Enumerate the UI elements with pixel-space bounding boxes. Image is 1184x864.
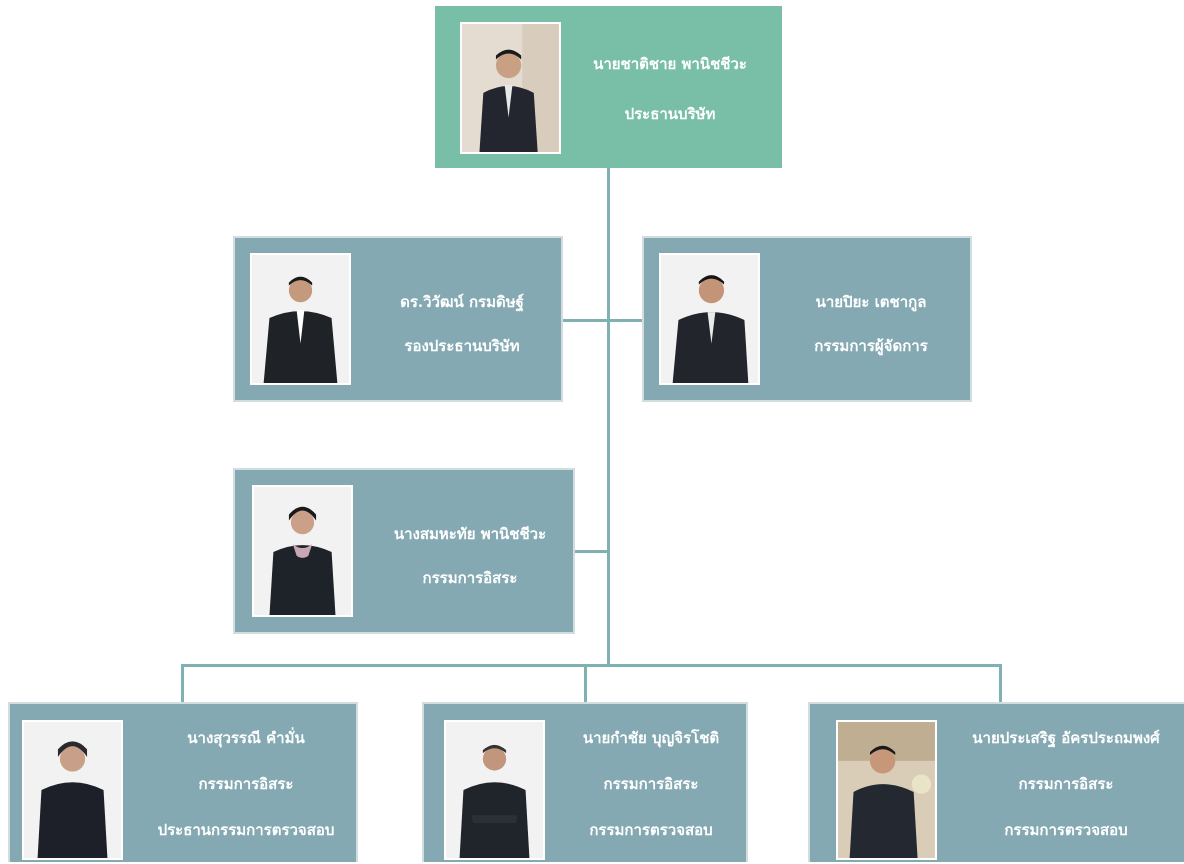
chairman-photo	[460, 22, 561, 154]
audit-3-title: กรรมการอิสระ	[1018, 775, 1114, 793]
vice-chairman-title: รองประธานบริษัท	[404, 337, 520, 355]
independent-director-photo	[252, 485, 353, 617]
managing-director-title: กรรมการผู้จัดการ	[814, 337, 928, 355]
independent-director-name: นางสมหะทัย พานิชชีวะ	[393, 525, 547, 543]
connector-bottom-bar	[181, 664, 1002, 667]
audit-2-photo	[444, 720, 545, 860]
audit-1-card: นางสุวรรณี คำมั่น กรรมการอิสระ ประธานกรร…	[8, 702, 358, 862]
chairman-name: นายชาติชาย พานิชชีวะ	[593, 55, 747, 73]
audit-3-role: กรรมการตรวจสอบ	[1004, 821, 1128, 839]
audit-1-photo	[22, 720, 123, 860]
audit-2-title: กรรมการอิสระ	[603, 775, 699, 793]
audit-2-role: กรรมการตรวจสอบ	[589, 821, 713, 839]
audit-1-role: ประธานกรรมการตรวจสอบ	[157, 821, 335, 839]
audit-1-title: กรรมการอิสระ	[198, 775, 294, 793]
connector-row3	[575, 550, 609, 553]
independent-director-card: นางสมหะทัย พานิชชีวะ กรรมการอิสระ	[233, 468, 575, 634]
connector-trunk	[607, 168, 610, 666]
audit-1-name: นางสุวรรณี คำมั่น	[187, 729, 305, 747]
managing-director-photo	[659, 253, 760, 385]
audit-2-name: นายกำชัย บุญจิรโชติ	[582, 729, 720, 747]
chairman-card: นายชาติชาย พานิชชีวะ ประธานบริษัท	[435, 6, 782, 168]
chairman-title: ประธานบริษัท	[624, 105, 716, 123]
vice-chairman-card: ดร.วิวัฒน์ กรมดิษฐ์ รองประธานบริษัท	[233, 236, 563, 402]
audit-3-name: นายประเสริฐ อัครประถมพงศ์	[972, 729, 1160, 747]
audit-3-photo	[836, 720, 937, 860]
connector-drop-center	[584, 664, 587, 702]
connector-row2	[563, 319, 644, 322]
independent-director-title: กรรมการอิสระ	[422, 569, 518, 587]
audit-2-card: นายกำชัย บุญจิรโชติ กรรมการอิสระ กรรมการ…	[422, 702, 748, 862]
connector-drop-right	[999, 664, 1002, 702]
vice-chairman-name: ดร.วิวัฒน์ กรมดิษฐ์	[400, 293, 524, 311]
connector-drop-left	[181, 664, 184, 702]
managing-director-card: นายปิยะ เตชากูล กรรมการผู้จัดการ	[642, 236, 972, 402]
managing-director-name: นายปิยะ เตชากูล	[815, 293, 927, 311]
audit-3-card: นายประเสริฐ อัครประถมพงศ์ กรรมการอิสระ ก…	[808, 702, 1184, 862]
vice-chairman-photo	[250, 253, 351, 385]
